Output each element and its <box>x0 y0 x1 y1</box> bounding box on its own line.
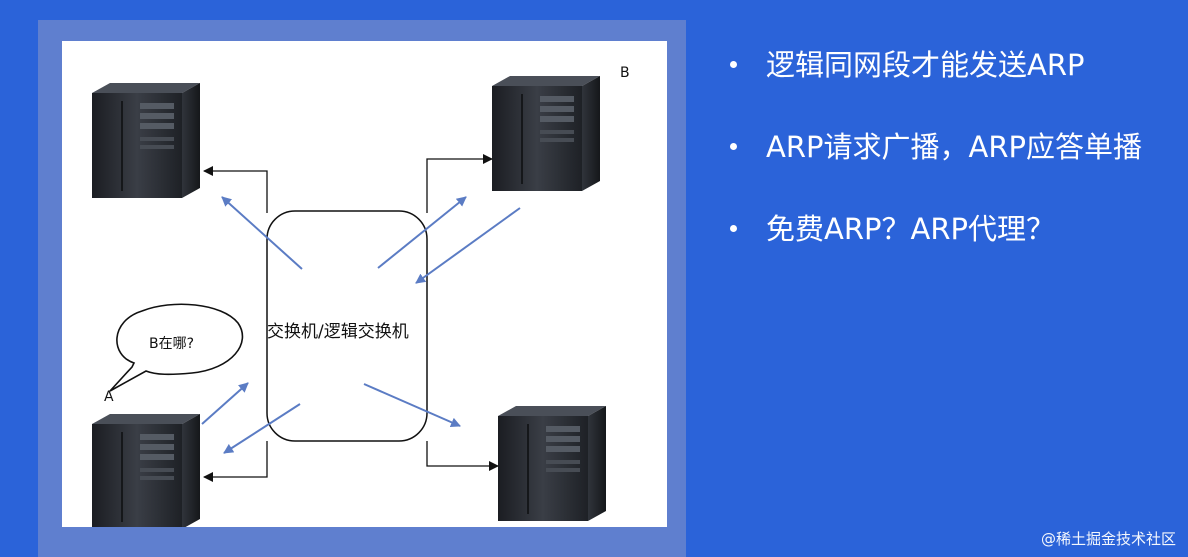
bullet-list: 逻辑同网段才能发送ARP ARP请求广播，ARP应答单播 免费ARP？ARP代理… <box>728 44 1183 290</box>
link-switch-to-top-left <box>203 166 268 213</box>
link-switch-to-bottom-right <box>426 441 499 471</box>
network-diagram <box>91 75 607 527</box>
switch-label: 交换机/逻辑交换机 <box>267 322 409 342</box>
bullet-text: 免费ARP？ARP代理？ <box>766 212 1055 246</box>
server-a-icon <box>91 413 201 527</box>
bullet-dot-icon <box>730 143 737 150</box>
source-credit: @稀土掘金技术社区 <box>1040 530 1176 548</box>
flow-to-top-left <box>221 196 303 270</box>
speech-bubble-text: B在哪? <box>149 336 195 352</box>
server-top-left-icon <box>91 82 201 199</box>
diagram-panel: B A 交换机/逻辑交换机 B在哪? <box>62 41 667 527</box>
bullet-item: 免费ARP？ARP代理？ <box>728 208 1183 290</box>
bullet-dot-icon <box>730 61 737 68</box>
flow-to-a <box>223 403 301 454</box>
bullet-dot-icon <box>730 225 737 232</box>
bullet-item: 逻辑同网段才能发送ARP <box>728 44 1183 126</box>
flow-request-from-a <box>201 382 249 425</box>
host-a-label: A <box>104 389 114 405</box>
flow-to-b <box>377 196 467 269</box>
bullet-item: ARP请求广播，ARP应答单播 <box>728 126 1183 208</box>
bullet-text: ARP请求广播，ARP应答单播 <box>766 130 1142 164</box>
server-b-icon <box>491 75 601 192</box>
flow-to-bottom-right <box>363 383 461 427</box>
link-switch-to-a <box>203 441 268 482</box>
speech-bubble <box>109 303 244 392</box>
host-b-label: B <box>620 65 630 81</box>
bullet-text: 逻辑同网段才能发送ARP <box>766 48 1085 82</box>
link-switch-to-b <box>426 154 493 213</box>
flow-reply-from-b <box>415 207 521 284</box>
server-bottom-right-icon <box>497 405 607 522</box>
switch-box <box>266 210 428 442</box>
